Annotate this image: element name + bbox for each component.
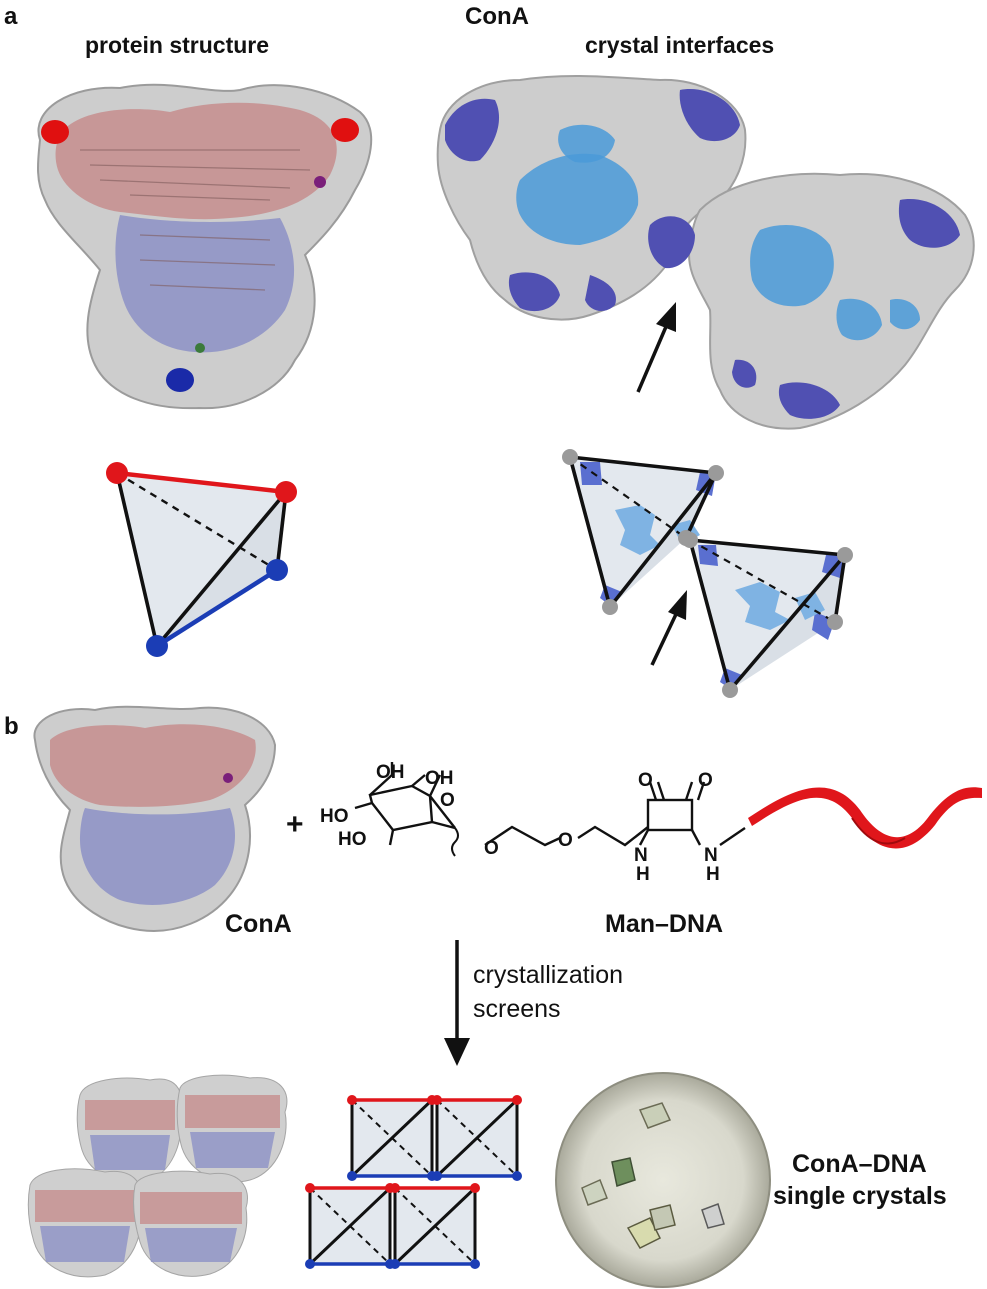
dna-ribbon [748, 787, 982, 849]
panel-a-title-protein-structure: protein structure [85, 32, 269, 58]
svg-text:OH: OH [376, 762, 405, 783]
tetrahedron-pair-schematic [562, 449, 853, 698]
svg-text:N: N [634, 845, 648, 866]
svg-text:O: O [698, 770, 713, 791]
svg-text:HO: HO [338, 829, 367, 850]
label-cona: ConA [225, 910, 292, 938]
svg-text:OH: OH [425, 768, 454, 789]
metal-site-red-left [41, 120, 69, 144]
svg-text:O: O [440, 790, 455, 811]
svg-text:H: H [706, 864, 720, 885]
panel-a-letter: a [4, 3, 18, 30]
arrow-label-screens: screens [473, 995, 561, 1023]
interface-arrow-upper [636, 302, 676, 393]
result-label-line1: ConA–DNA [792, 1150, 927, 1178]
svg-text:N: N [704, 845, 718, 866]
svg-text:O: O [484, 838, 499, 859]
man-dna-atom-labels: OH OH HO HO O O O O O N H N H [320, 762, 720, 885]
result-label-line2: single crystals [773, 1182, 947, 1210]
plus-sign: + [286, 808, 304, 841]
crystal-interfaces-render [436, 74, 975, 430]
lattice-schematic [305, 1095, 522, 1269]
crystal-micrograph [555, 1072, 771, 1288]
arrow-label-crystallization: crystallization [473, 961, 623, 989]
man-dna-structure [354, 762, 746, 857]
label-man-dna: Man–DNA [605, 910, 723, 938]
svg-text:H: H [636, 864, 650, 885]
cona-protein-render [33, 705, 277, 932]
tetrahedron-schematic [106, 462, 297, 657]
svg-text:O: O [558, 830, 573, 851]
crystallization-arrow [444, 940, 470, 1066]
panel-a-title-crystal-interfaces: crystal interfaces [585, 32, 774, 58]
svg-text:O: O [638, 770, 653, 791]
svg-text:HO: HO [320, 806, 349, 827]
panel-b-letter: b [4, 713, 19, 740]
packed-proteins-render [27, 1074, 288, 1278]
protein-structure-render [37, 83, 373, 410]
panel-a-title-cona: ConA [465, 3, 529, 30]
metal-site-red-right [331, 118, 359, 142]
metal-site-blue [166, 368, 194, 392]
interface-arrow-lower [650, 590, 687, 666]
